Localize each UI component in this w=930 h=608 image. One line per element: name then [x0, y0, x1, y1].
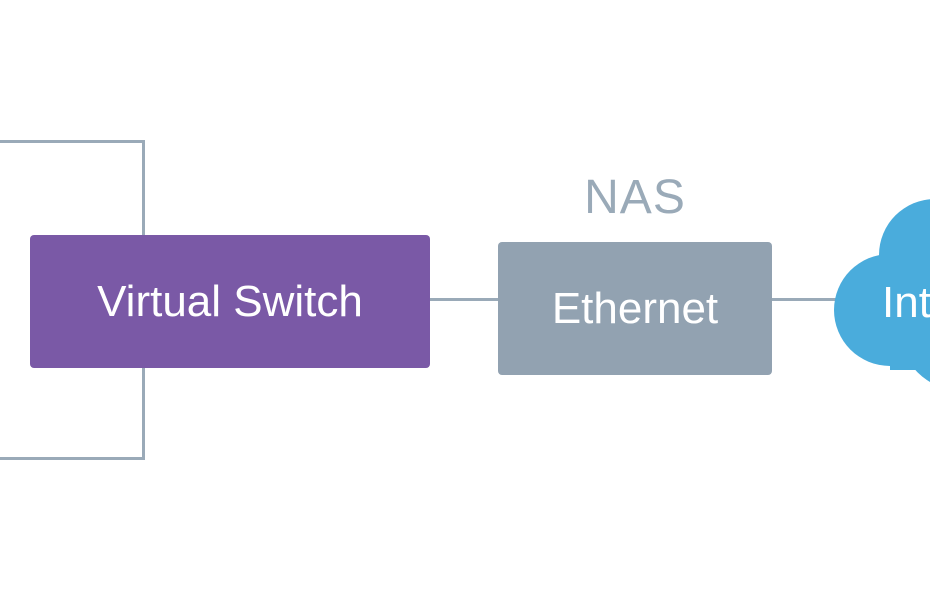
internet-label: Int — [882, 278, 930, 327]
nas-label: NAS — [584, 171, 686, 224]
ethernet-label: Ethernet — [551, 283, 719, 333]
virtual-switch-label: Virtual Switch — [97, 276, 363, 326]
switch-to-ethernet-link — [430, 298, 500, 301]
ethernet-node: Ethernet — [498, 242, 772, 375]
ethernet-to-internet-link — [772, 298, 838, 301]
virtual-switch-node: Virtual Switch — [30, 235, 430, 368]
